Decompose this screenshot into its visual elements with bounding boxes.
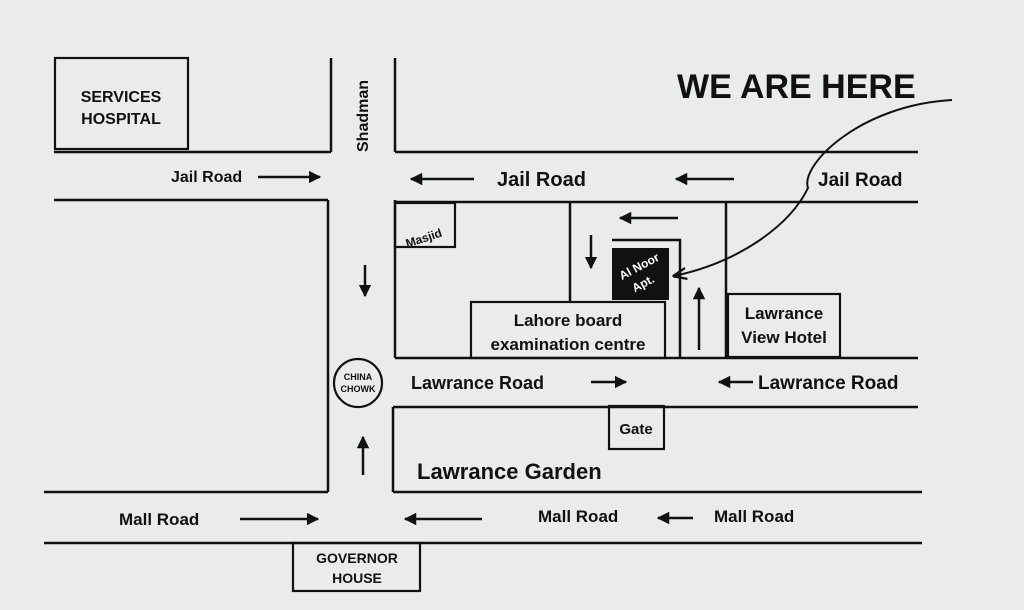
gate-label: Gate — [619, 421, 652, 438]
masjid-box — [393, 201, 457, 249]
governor-house-label-1: GOVERNOR — [316, 550, 398, 566]
lahore-board-box — [469, 300, 667, 360]
hotel-label-1: Lawrance — [745, 304, 823, 323]
lawrance-road-label-right: Lawrance Road — [758, 373, 898, 394]
lawrance-garden-label: Lawrance Garden — [417, 459, 602, 484]
governor-house-label-2: HOUSE — [332, 570, 382, 586]
services-hospital-label-2: HOSPITAL — [81, 111, 161, 128]
we-are-here-pointer — [674, 99, 953, 276]
mall-road-label-left: Mall Road — [119, 510, 199, 529]
lawrance-view-hotel-box — [726, 292, 842, 359]
direction-arrows — [240, 170, 753, 526]
al-noor-box — [612, 248, 669, 300]
jail-road-label-center: Jail Road — [497, 169, 586, 191]
gate-box — [607, 404, 666, 451]
lahore-board-label-2: examination centre — [491, 335, 646, 354]
callout-text: WE ARE HERE — [677, 68, 916, 106]
jail-road-label-right: Jail Road — [818, 170, 902, 191]
jail-road-label-left: Jail Road — [171, 169, 242, 186]
shadman-road-label: Shadman — [355, 80, 372, 152]
services-hospital-label-1: SERVICES — [81, 89, 162, 106]
services-hospital-box — [53, 56, 190, 151]
china-chowk-label-1: CHINA — [344, 372, 373, 382]
lahore-board-label-1: Lahore board — [514, 311, 623, 330]
china-chowk-circle — [332, 357, 384, 409]
mall-road-label-right: Mall Road — [714, 507, 794, 526]
lawrance-road-label-left: Lawrance Road — [411, 373, 544, 393]
china-chowk-label-2: CHOWK — [341, 384, 376, 394]
governor-house-box — [291, 541, 422, 593]
building-boxes — [53, 56, 842, 593]
hotel-label-2: View Hotel — [741, 328, 827, 347]
road-lines — [44, 58, 922, 545]
mall-road-label-center: Mall Road — [538, 507, 618, 526]
